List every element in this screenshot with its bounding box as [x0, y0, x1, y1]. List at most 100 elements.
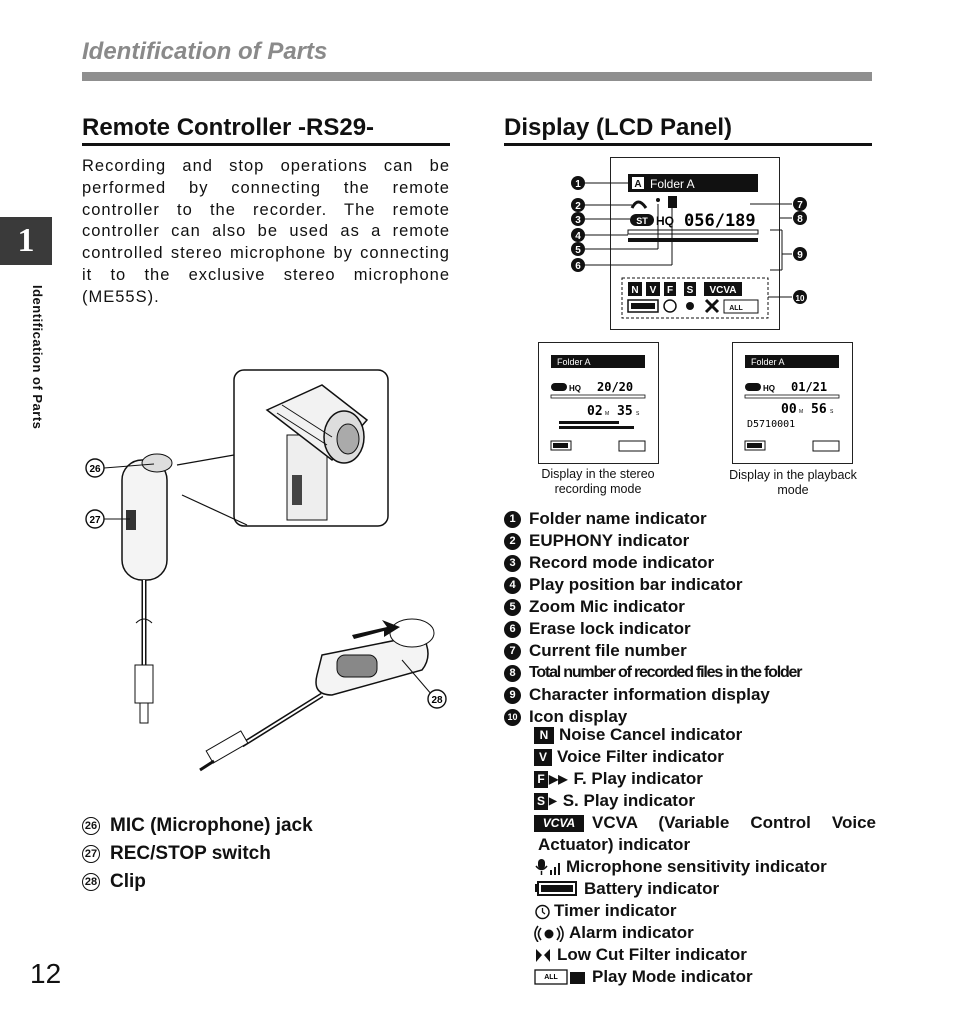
callout-26-label: 26 — [89, 464, 101, 475]
icon-item-label: S. Play indicator — [562, 791, 695, 810]
icon-item-label: Play Mode indicator — [592, 967, 753, 986]
header-bar — [82, 72, 872, 81]
part-item-28: 28 Clip — [82, 868, 313, 896]
lcd-stereo-panel: Folder A HQ 20/20 02 M 35 S — [538, 342, 659, 464]
indicator-label: Record mode indicator — [529, 553, 715, 572]
lcd-playback-caption: Display in the playback mode — [729, 468, 857, 497]
icon-item-label: Noise Cancel indicator — [559, 725, 743, 744]
lcd-callout-5: 5 — [575, 245, 581, 256]
lcd-playback-sec: 56 — [811, 402, 827, 417]
voice-filter-icon: V — [534, 748, 552, 766]
icon-item-splay: S ▶ S. Play indicator — [534, 790, 876, 812]
icon-item-label: Actuator) indicator — [538, 835, 691, 854]
lcd-main-mode: HQ — [656, 214, 674, 228]
icon-item-label: Timer indicator — [554, 901, 677, 920]
part-label: Clip — [110, 871, 146, 892]
part-item-27: 27 REC/STOP switch — [82, 840, 313, 868]
indicator-item-4: 4 Play position bar indicator — [504, 574, 876, 596]
lcd-stereo-screen: Folder A HQ 20/20 02 M 35 S — [550, 355, 646, 452]
lcd-callout-4: 4 — [575, 231, 581, 242]
part-item-26: 26 MIC (Microphone) jack — [82, 812, 313, 840]
page-number: 12 — [30, 958, 62, 989]
fplay-icon: F — [534, 770, 548, 788]
lcd-main-folder: Folder A — [650, 177, 695, 191]
euphony-icon — [630, 200, 648, 209]
indicator-label: Play position bar indicator — [529, 575, 743, 594]
callout-27: 27 — [85, 509, 130, 529]
lcd-callout-8: 8 — [797, 214, 803, 225]
icon-item-label: Microphone sensitivity indicator — [566, 857, 827, 876]
lcd-callout-6: 6 — [575, 261, 581, 272]
indicator-item-6: 6 Erase lock indicator — [504, 618, 876, 640]
lcd-icon-f: F — [667, 285, 673, 296]
microphone-sensitivity-icon — [535, 859, 560, 875]
svg-text:ST: ST — [636, 216, 648, 226]
indicator-number: 8 — [504, 664, 521, 682]
icon-item-label: Battery indicator — [584, 879, 720, 898]
lcd-lowcut-icon — [704, 298, 720, 314]
indicator-number: 6 — [504, 620, 521, 638]
part-number: 28 — [82, 873, 100, 891]
lcd-alarm-icon — [686, 302, 694, 310]
indicator-number: 1 — [504, 510, 521, 528]
svg-text:A: A — [634, 179, 641, 190]
play-mode-all-label: ALL — [544, 974, 558, 981]
indicator-label: Erase lock indicator — [529, 619, 691, 638]
lcd-timer-icon — [663, 299, 677, 313]
lcd-splay-icon — [684, 282, 696, 296]
alarm-icon — [534, 925, 564, 942]
chapter-side-label: Identification of Parts — [30, 285, 45, 430]
zoom-mic-icon — [656, 198, 660, 202]
icon-item-vcva-cont: Actuator) indicator — [534, 834, 876, 856]
icon-item-label: Alarm indicator — [569, 923, 694, 942]
splay-icon: S — [534, 792, 548, 810]
indicator-number: 4 — [504, 576, 521, 594]
lcd-stereo-caption: Display in the stereo recording mode — [541, 467, 655, 496]
icon-item-lowcut: Low Cut Filter indicator — [534, 944, 876, 966]
part-label: REC/STOP switch — [110, 843, 271, 864]
lcd-callout-1: 1 — [575, 179, 581, 190]
lcd-vcva-icon — [704, 282, 742, 296]
lcd-playback-min: 00 — [781, 402, 797, 417]
callout-26: 26 — [85, 458, 155, 478]
indicator-number: 5 — [504, 598, 521, 616]
lcd-playback-filename: D5710001 — [747, 419, 795, 430]
indicator-label: Current file number — [529, 641, 687, 660]
icon-item-mic-sens: Microphone sensitivity indicator — [534, 856, 876, 878]
lcd-playback-files: 01/21 — [791, 380, 827, 394]
battery-icon — [535, 881, 577, 896]
splay-arrow-icon: ▶ — [549, 795, 557, 807]
clip-drawing — [199, 618, 435, 772]
lcd-playback-panel: Folder A HQ 01/21 00 M 56 S D5710001 — [732, 342, 853, 464]
lcd-stereo-s-unit: S — [636, 411, 640, 417]
low-cut-filter-icon — [536, 948, 550, 962]
part-number: 27 — [82, 845, 100, 863]
lcd-icon-s: S — [687, 285, 694, 296]
lcd-playback-mode: HQ — [763, 384, 775, 393]
stereo-microphone-drawing — [265, 384, 369, 521]
page-header-title: Identification of Parts — [82, 38, 328, 65]
indicator-item-1: 1 Folder name indicator — [504, 508, 876, 530]
lcd-battery-icon — [627, 299, 659, 313]
fplay-arrow-icon: ▶▶ — [549, 772, 568, 786]
indicator-label: Folder name indicator — [529, 509, 707, 528]
lcd-playback-m-unit: M — [799, 409, 803, 415]
chapter-tab: 1 — [0, 217, 52, 265]
indicator-label: Icon display — [529, 707, 628, 726]
icon-item-label: F. Play indicator — [573, 769, 703, 788]
remote-description: Recording and stop operations can be per… — [82, 157, 450, 306]
lcd-playmode-icon — [723, 299, 759, 314]
lcd-noise-cancel-icon — [628, 282, 642, 296]
play-mode-icon: ALL — [534, 969, 585, 985]
stereo-icon — [630, 214, 654, 226]
lcd-stereo-m-unit: M — [605, 411, 609, 417]
lcd-callout-10: 10 — [796, 294, 805, 303]
icon-item-timer: Timer indicator — [534, 900, 876, 922]
erase-lock-icon — [668, 196, 677, 208]
lcd-icon-all: ALL — [729, 305, 743, 312]
remote-controller-illustration: 26 27 28 — [85, 369, 447, 772]
part-number: 26 — [82, 817, 100, 835]
